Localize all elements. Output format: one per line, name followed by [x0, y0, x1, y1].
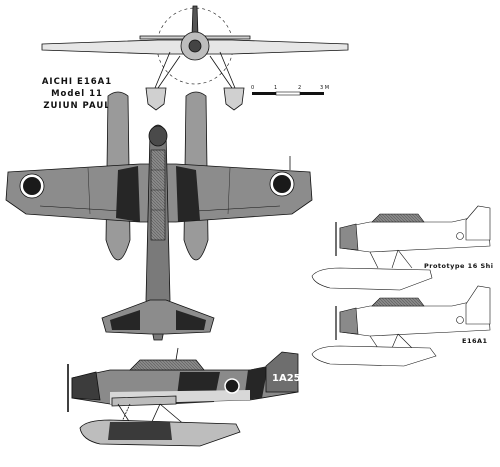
- side-view: 1A25: [67, 347, 301, 447]
- prototype-side-view: [311, 205, 491, 291]
- front-view: [41, 5, 349, 111]
- caption-production: E16A1: [462, 337, 488, 345]
- scale-label-3: 3 M: [320, 85, 329, 91]
- title-aircraft: AICHI E16A1: [41, 77, 113, 87]
- scale-segment: [252, 92, 276, 95]
- scale-label-0: 0: [251, 85, 254, 91]
- production-fin: [465, 285, 491, 325]
- scale-label-1: 1: [274, 85, 277, 91]
- production-float: [311, 345, 437, 367]
- prototype-fin: [465, 205, 491, 241]
- prototype-float: [311, 267, 433, 291]
- tail-code: 1A25: [272, 373, 301, 384]
- scale-segment: [275, 91, 301, 96]
- scale-label-2: 2: [298, 85, 301, 91]
- caption-prototype: Prototype 16 Shi: [424, 262, 494, 270]
- tail-fin-side: [265, 351, 299, 393]
- roundel-fuselage: [224, 378, 240, 394]
- title-block: AICHI E16A1 Model 11 ZUIUN PAUL: [18, 76, 136, 112]
- plan-view: [5, 91, 313, 341]
- title-model: Model 11: [51, 89, 103, 99]
- scale-bar: 0 1 2 3 M: [251, 85, 329, 96]
- production-side-view: [311, 285, 491, 367]
- scale-segment: [300, 92, 324, 95]
- title-codename: ZUIUN PAUL: [43, 101, 111, 111]
